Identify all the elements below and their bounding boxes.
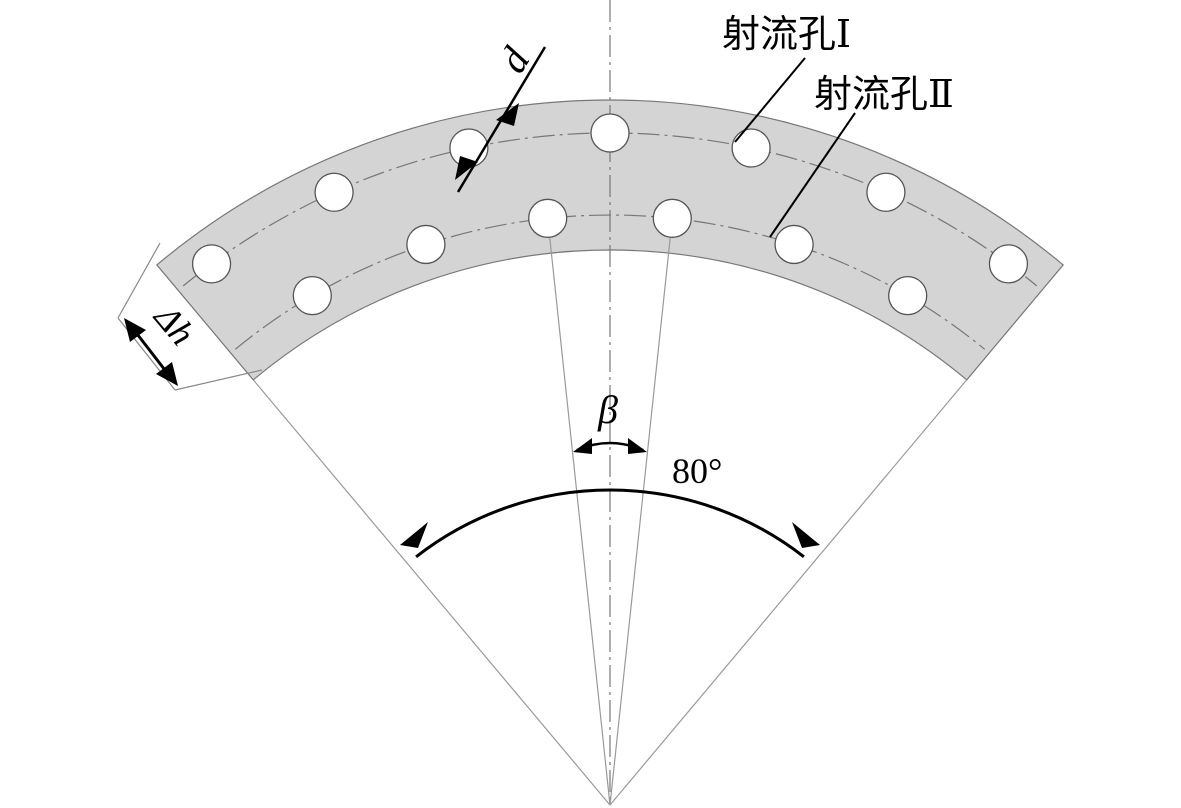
label-jet-hole-II: 射流孔Ⅱ <box>814 72 954 116</box>
thickness-arrow-top <box>124 318 146 342</box>
jet-hole-I <box>590 113 630 153</box>
thickness-arrow-bottom <box>156 362 178 386</box>
jet-hole-II <box>528 198 568 238</box>
inner-hole-pitch-arc <box>234 214 986 350</box>
sector-angle-arrow-left <box>400 522 428 548</box>
jet-hole-I <box>731 128 771 168</box>
jet-holes-row-II <box>292 198 928 316</box>
beta-arrow-right <box>628 438 647 454</box>
thickness-dimension-line <box>132 329 170 375</box>
thickness-extension-top <box>117 242 161 319</box>
label-sector-angle: 80° <box>672 451 722 491</box>
beta-line-left <box>547 218 611 806</box>
jet-hole-I <box>191 244 232 284</box>
leader-line-hole-I <box>734 57 806 143</box>
diameter-arrow-bottom <box>455 156 478 180</box>
jet-holes-row-I <box>191 113 1029 284</box>
sector-angle-dimension-arc <box>415 488 805 558</box>
label-pitch-angle: β <box>597 387 618 432</box>
diameter-arrow-top <box>496 103 519 126</box>
jet-hole-II <box>888 275 928 316</box>
beta-line-right <box>609 218 673 806</box>
label-jet-hole-I: 射流孔Ⅰ <box>722 12 851 56</box>
label-diameter: d <box>490 39 539 81</box>
jet-hole-I <box>988 244 1029 284</box>
jet-hole-II <box>406 224 446 265</box>
sector-boundary-left <box>252 379 611 806</box>
jet-hole-II <box>292 275 332 316</box>
sector-angle-arrow-right <box>792 522 820 548</box>
leader-line-hole-II <box>769 112 856 238</box>
thickness-extension-bottom <box>174 369 263 391</box>
jet-hole-II <box>652 198 692 238</box>
jet-hole-II <box>774 224 814 265</box>
beta-arrow-left <box>573 438 592 454</box>
jet-hole-I <box>314 172 354 212</box>
jet-hole-I <box>866 172 906 212</box>
sector-boundary-right <box>609 379 968 806</box>
